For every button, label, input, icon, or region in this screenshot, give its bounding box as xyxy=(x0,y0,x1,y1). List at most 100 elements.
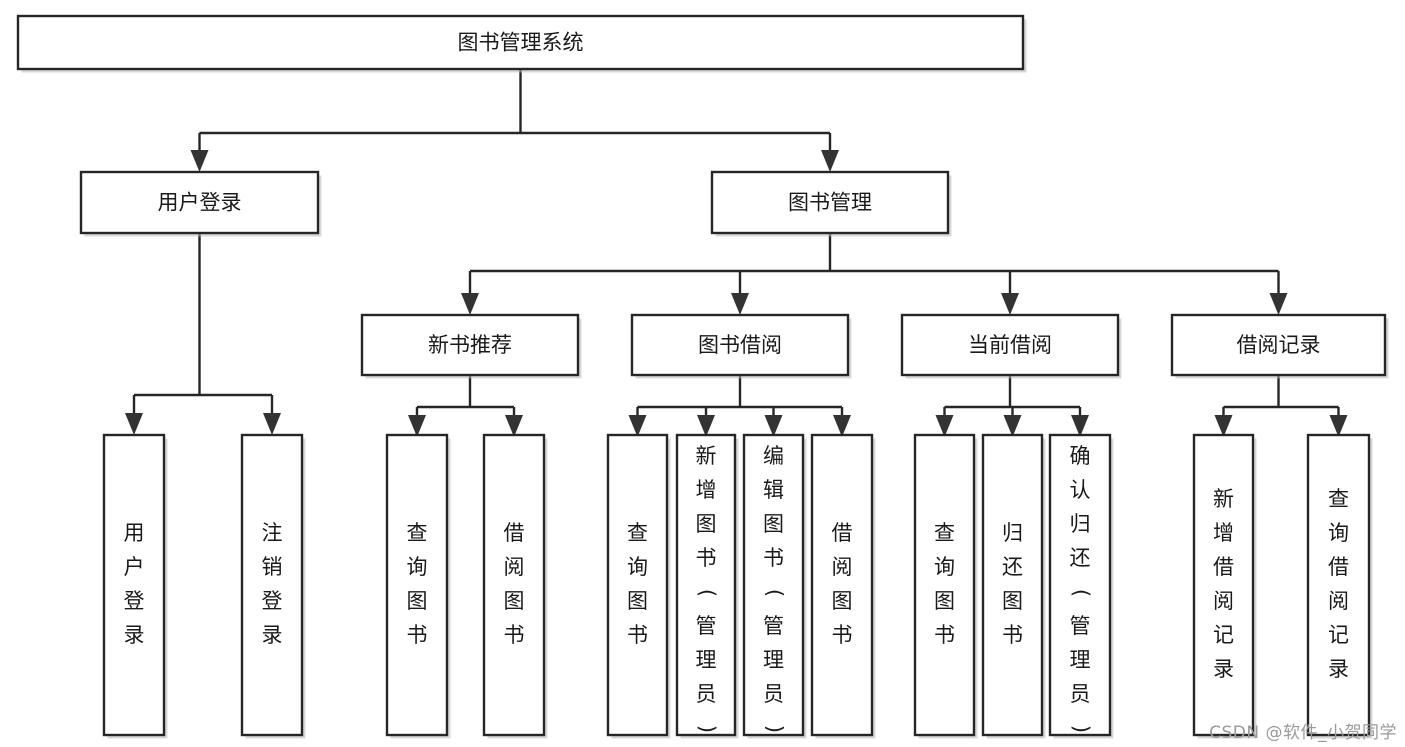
node-label-char: 书 xyxy=(934,623,955,647)
arrow-head-icon xyxy=(697,415,715,437)
edge-layer xyxy=(125,69,1348,437)
node-label-char: 图 xyxy=(504,589,525,613)
node-rect[interactable] xyxy=(360,313,580,377)
node-label-char: 员 xyxy=(763,682,784,706)
node-label-char: 管 xyxy=(696,614,717,638)
arrow-head-icon xyxy=(628,415,647,437)
node-label-char: 书 xyxy=(696,546,717,570)
node-label-char: 借 xyxy=(1213,555,1234,579)
node-label-char: 编 xyxy=(763,444,784,468)
node-label-char: 借 xyxy=(832,521,853,545)
node-root-0[interactable]: 图书管理系统 xyxy=(16,14,1027,73)
node-label-char: 录 xyxy=(1213,657,1234,681)
node-l2-0[interactable]: 新书推荐 xyxy=(360,313,582,379)
node-rect[interactable] xyxy=(913,433,976,737)
node-label: 图书借阅 xyxy=(698,333,782,357)
node-label-char: 确 xyxy=(1070,444,1091,468)
node-label-char: 增 xyxy=(1213,521,1234,545)
node-label-char: 用 xyxy=(124,521,145,545)
node-rect[interactable] xyxy=(1170,313,1387,377)
node-label-char: 销 xyxy=(262,555,283,579)
arrow-head-icon xyxy=(833,415,851,437)
node-rect[interactable] xyxy=(1048,433,1112,737)
node-layer: 图书管理系统用户登录图书管理新书推荐图书借阅当前借阅借阅记录用户登录注销登录查询… xyxy=(16,14,1389,739)
arrow-head-icon xyxy=(408,415,426,437)
node-label-char: 登 xyxy=(262,589,283,613)
node-label-char: 阅 xyxy=(1328,589,1349,613)
node-label-char: 新 xyxy=(696,444,717,468)
node-rect[interactable] xyxy=(1192,433,1255,737)
node-rect[interactable] xyxy=(1306,433,1371,737)
node-label: 当前借阅 xyxy=(968,333,1052,357)
node-label-char: 阅 xyxy=(1213,589,1234,613)
node-rect[interactable] xyxy=(606,433,669,737)
node-label-char: ( xyxy=(1069,589,1093,597)
node-label-char: 记 xyxy=(1328,623,1349,647)
arrow-head-icon xyxy=(505,415,523,437)
node-label-char: 录 xyxy=(124,623,145,647)
node-rect[interactable] xyxy=(810,433,874,737)
node-rect[interactable] xyxy=(102,433,166,737)
node-label-char: 归 xyxy=(1002,521,1023,545)
node-label-char: 员 xyxy=(696,682,717,706)
node-label-char: 图 xyxy=(407,589,428,613)
arrow-head-icon xyxy=(1003,415,1022,437)
node-label-char: ( xyxy=(763,589,787,597)
node-label-char: 借 xyxy=(504,521,525,545)
arrow-head-icon xyxy=(1001,293,1019,315)
node-label: 图书管理 xyxy=(788,191,872,215)
node-label: 借阅记录 xyxy=(1237,333,1321,357)
node-rect[interactable] xyxy=(240,433,304,737)
node-l2-2[interactable]: 当前借阅 xyxy=(900,313,1122,379)
node-label-char: 新 xyxy=(1213,487,1234,511)
node-l1-1[interactable]: 图书管理 xyxy=(710,170,952,237)
node-label-char: 书 xyxy=(1002,623,1023,647)
node-label-char: 书 xyxy=(504,623,525,647)
node-label-char: 理 xyxy=(763,648,784,672)
arrow-head-icon xyxy=(263,413,281,435)
node-label-char: 图 xyxy=(832,589,853,613)
node-rect[interactable] xyxy=(900,313,1120,377)
node-label-char: 图 xyxy=(763,512,784,536)
node-label-char: 记 xyxy=(1213,623,1234,647)
node-rect[interactable] xyxy=(742,433,805,737)
node-rect[interactable] xyxy=(385,433,449,737)
node-label-char: 增 xyxy=(696,478,717,502)
node-label-char: 书 xyxy=(627,623,648,647)
node-rect[interactable] xyxy=(79,170,320,235)
watermark-text: CSDN @软件_小贺同学 xyxy=(1209,723,1397,743)
node-rect[interactable] xyxy=(482,433,546,737)
node-l1-0[interactable]: 用户登录 xyxy=(79,170,322,237)
node-label-char: 查 xyxy=(627,521,648,545)
node-label-char: 注 xyxy=(262,521,283,545)
node-rect[interactable] xyxy=(710,170,950,235)
node-l2-1[interactable]: 图书借阅 xyxy=(630,313,852,379)
node-label: 图书管理系统 xyxy=(458,31,584,55)
node-rect[interactable] xyxy=(675,433,737,737)
arrow-head-icon xyxy=(821,150,839,172)
node-rect[interactable] xyxy=(630,313,850,377)
node-label-char: 图 xyxy=(696,512,717,536)
node-rect[interactable] xyxy=(981,433,1044,737)
node-label-char: 认 xyxy=(1070,478,1091,502)
node-label-char: 书 xyxy=(763,546,784,570)
node-l2-3[interactable]: 借阅记录 xyxy=(1170,313,1389,379)
node-leaf-0[interactable]: 用户登录 xyxy=(102,433,168,739)
node-rect[interactable] xyxy=(16,14,1025,71)
node-label-char: 询 xyxy=(934,555,955,579)
node-label-char: 归 xyxy=(1070,512,1091,536)
